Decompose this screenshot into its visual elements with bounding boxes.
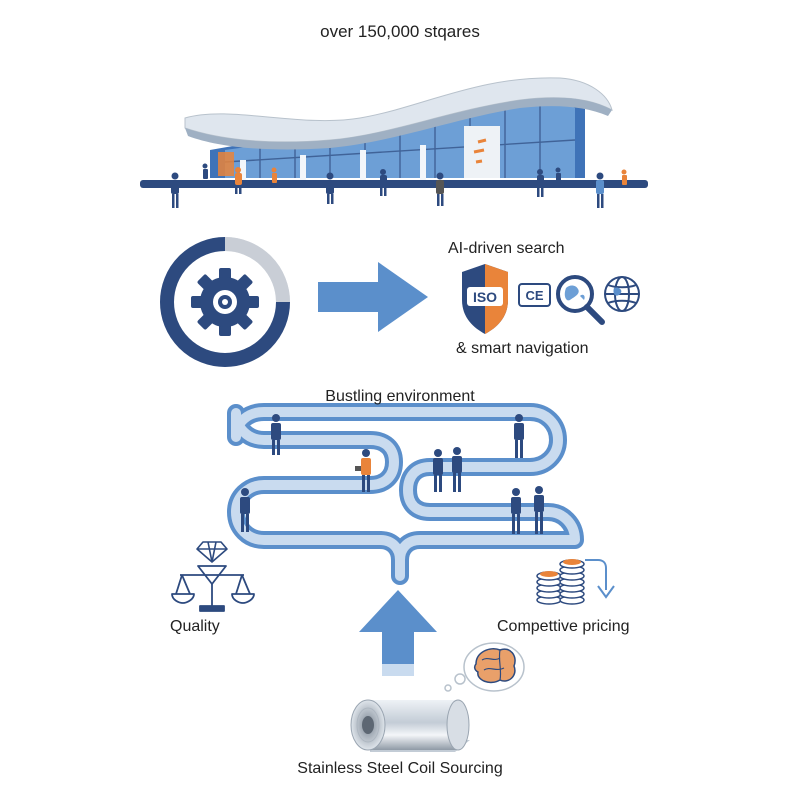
iso-badge-text: ISO: [473, 289, 497, 305]
page-title: over 150,000 stqares: [320, 22, 480, 41]
ce-badge-text: CE: [525, 288, 543, 303]
quality-label: Quality: [170, 618, 220, 635]
progress-ring: [160, 237, 290, 367]
globe-icon: [604, 276, 640, 312]
winding-path: [227, 403, 584, 585]
right-arrow-icon: [318, 262, 428, 332]
iso-shield-icon: [462, 264, 508, 334]
navigation-label: & smart navigation: [456, 340, 589, 357]
brain-thought-icon: [444, 642, 525, 692]
footer-label: Stainless Steel Coil Sourcing: [297, 760, 503, 777]
down-arrow-icon: [585, 559, 615, 599]
pricing-label: Compettive pricing: [497, 618, 630, 635]
ce-mark-icon: [518, 283, 551, 307]
business-people: [240, 414, 544, 534]
steel-coil-icon: [350, 699, 470, 752]
coin-stack-icon: [536, 559, 585, 605]
diamond-icon: [196, 541, 228, 563]
environment-label: Bustling environment: [325, 388, 475, 405]
globe-search-icon: [556, 275, 605, 325]
up-arrow-icon: [359, 590, 437, 676]
exhibition-hall: [140, 77, 648, 208]
ai-search-label: AI-driven search: [448, 240, 565, 257]
balance-scale-icon: [171, 565, 255, 612]
gear-icon: [191, 268, 259, 336]
